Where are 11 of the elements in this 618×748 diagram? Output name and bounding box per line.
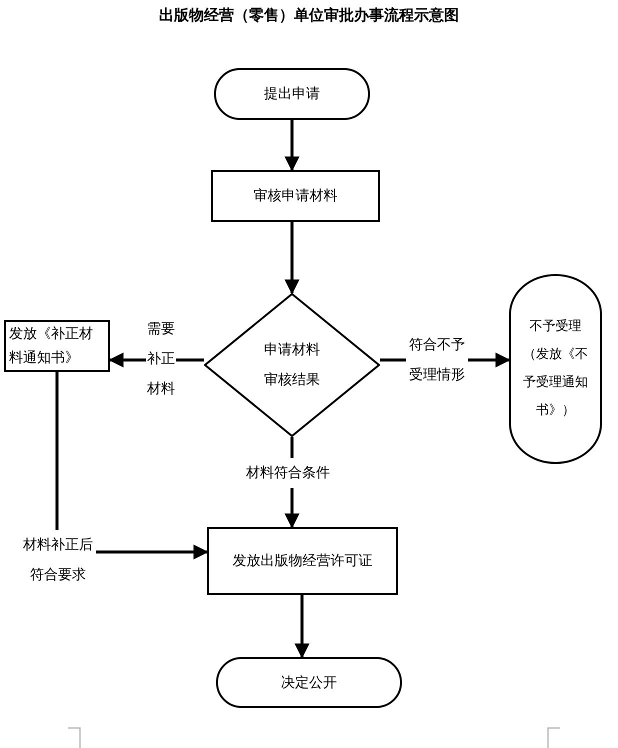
end-terminal: 不予受理（发放《不予受理通知书》） [509, 274, 602, 464]
start-terminal: 提出申请 [214, 68, 370, 120]
arrow [284, 120, 300, 172]
process-box: 审核申请材料 [211, 170, 380, 222]
process-box: 发放出版物经营许可证 [207, 527, 398, 595]
decision-diamond: 申请材料审核结果 [204, 293, 380, 437]
diagram-title: 出版物经营（零售）单位审批办事流程示意图 [158, 6, 460, 25]
arrow [294, 595, 310, 658]
arrow [284, 222, 300, 294]
process-box: 发放《补正材料通知书》 [4, 320, 110, 372]
end-terminal: 决定公开 [216, 657, 402, 708]
